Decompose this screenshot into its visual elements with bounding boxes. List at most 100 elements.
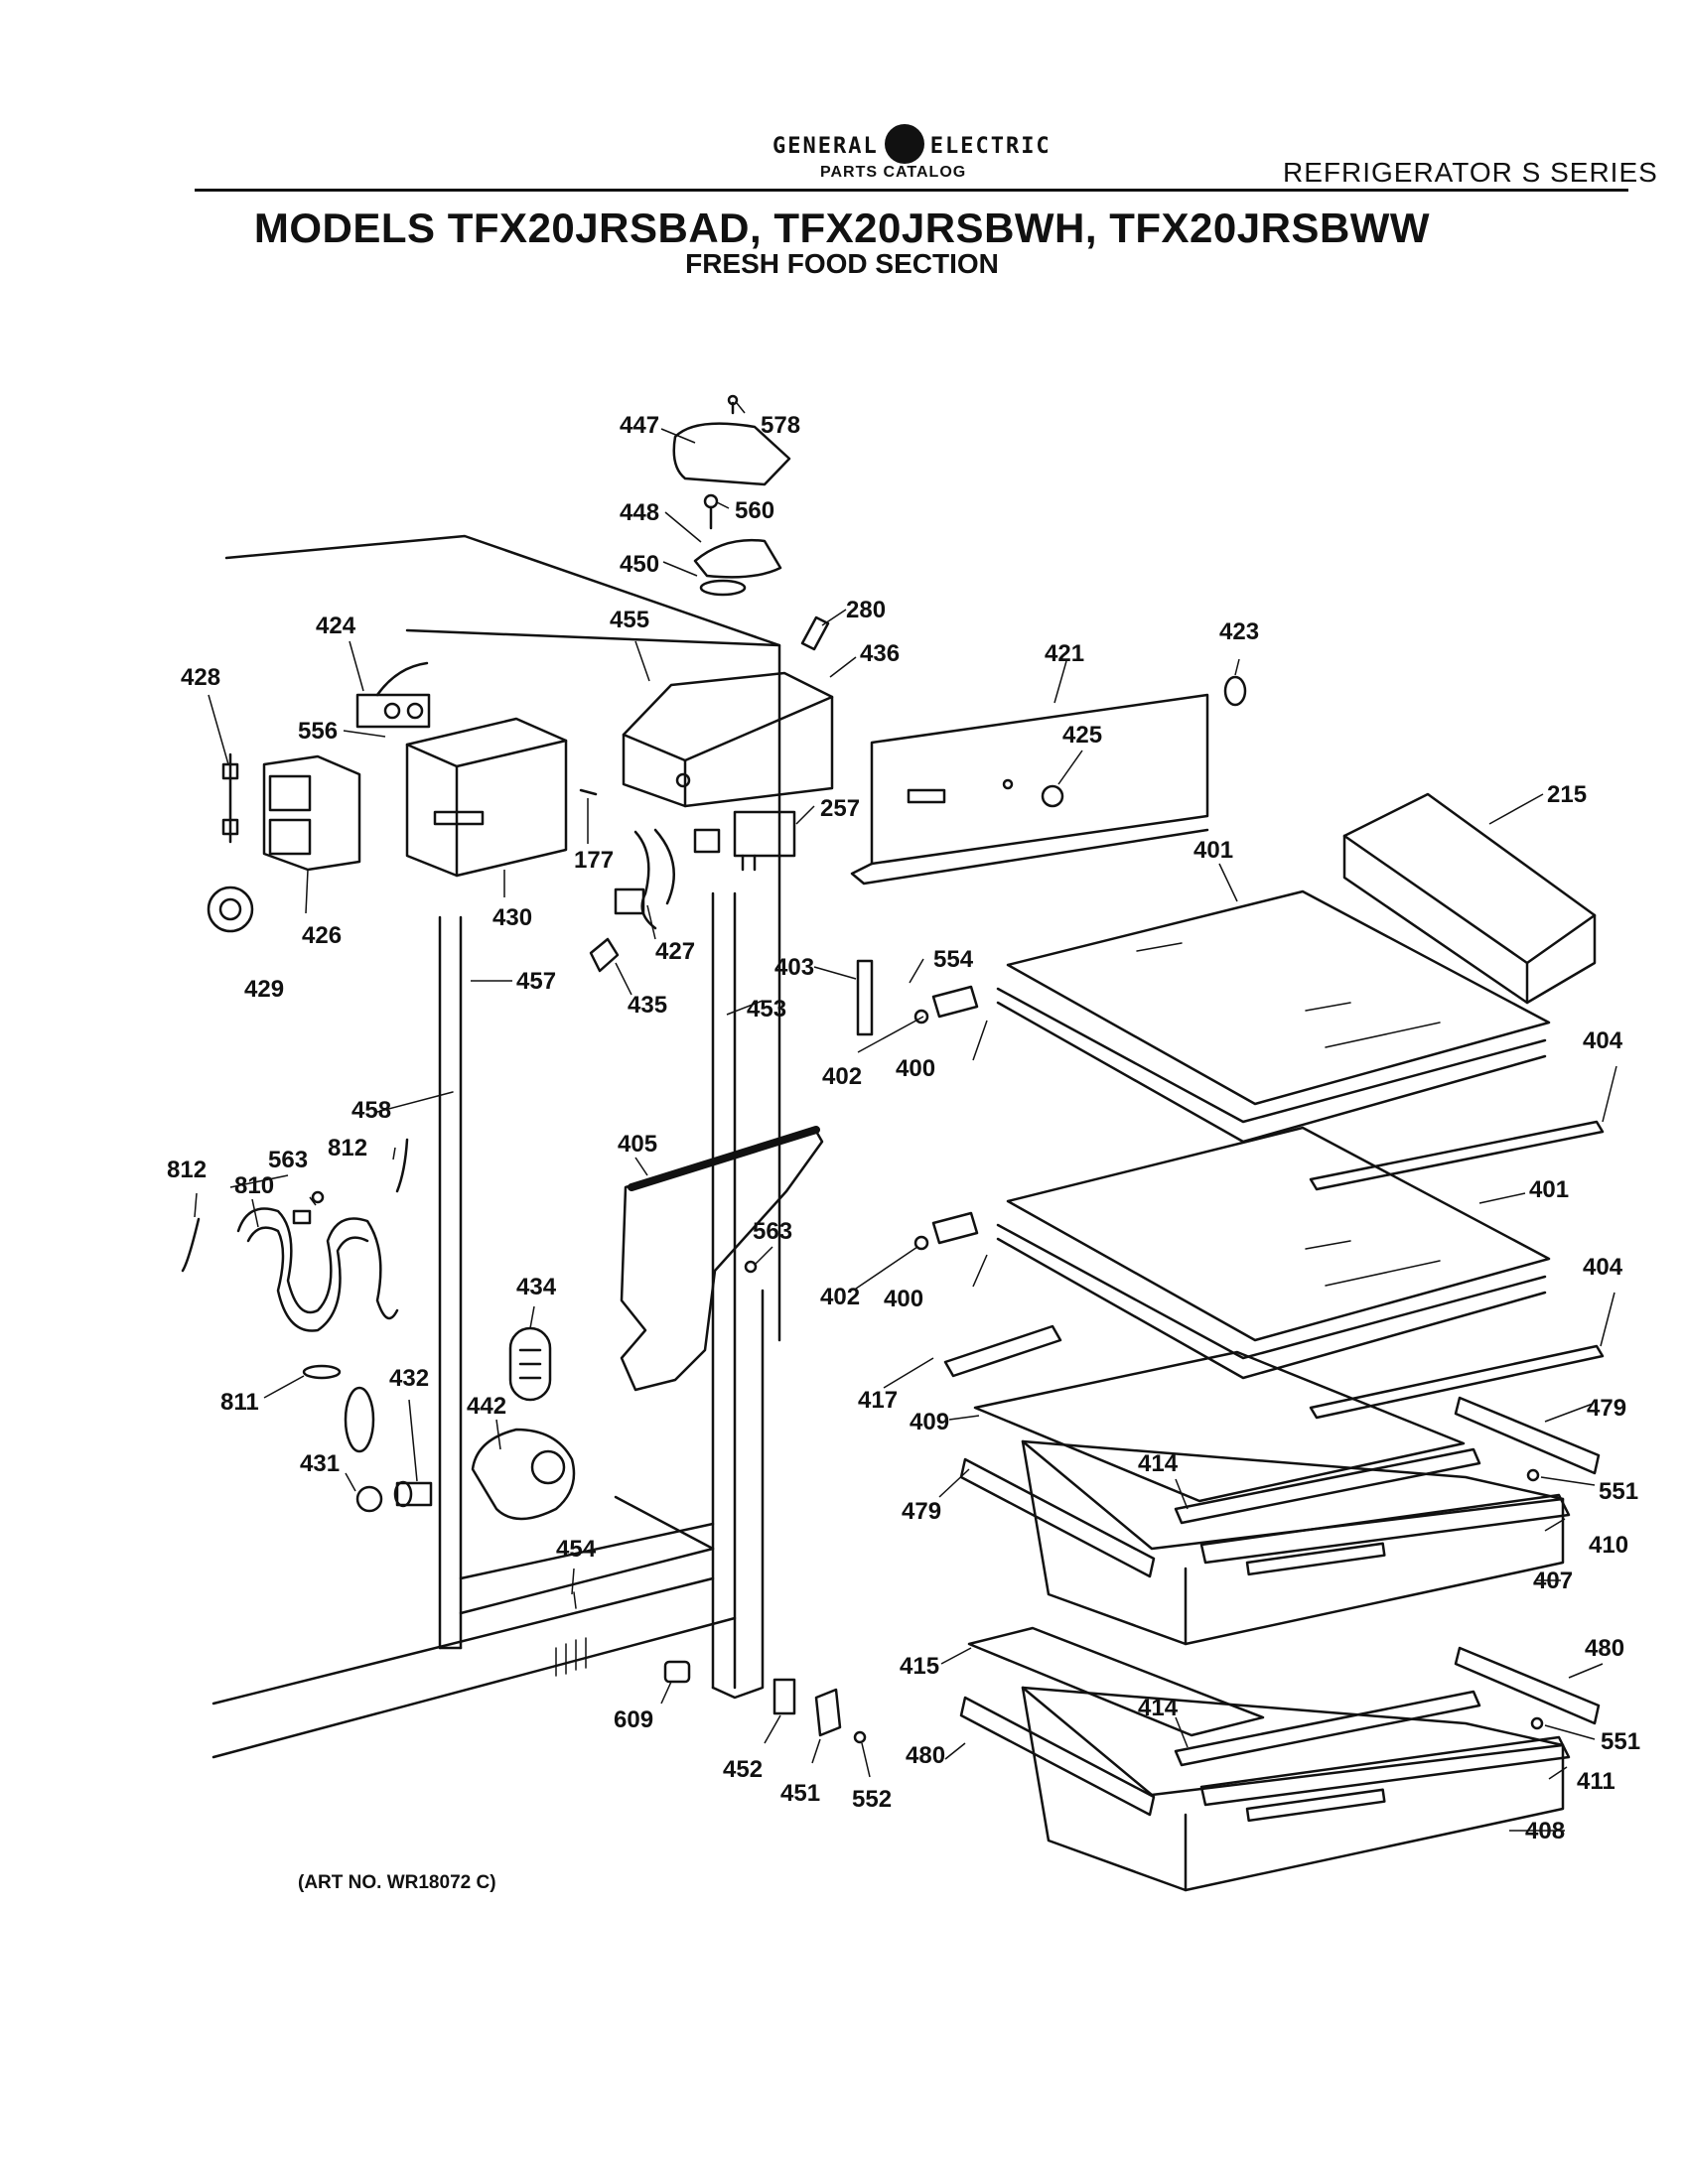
label-551-upper: 551 — [1599, 1478, 1638, 1505]
label-414-lower: 414 — [1138, 1695, 1179, 1721]
label-457: 457 — [516, 968, 556, 995]
label-812-right: 812 — [328, 1135, 367, 1161]
label-451: 451 — [780, 1780, 820, 1807]
label-450: 450 — [620, 551, 659, 578]
part-811-grommet — [302, 1364, 342, 1380]
label-563-upper: 563 — [268, 1147, 308, 1173]
label-428: 428 — [181, 664, 220, 691]
part-442-damper-control — [471, 1428, 576, 1521]
label-432: 432 — [389, 1365, 429, 1392]
label-479-left: 479 — [902, 1498, 941, 1525]
part-447-cover — [672, 394, 791, 486]
art-number: (ART NO. WR18072 C) — [298, 1872, 496, 1893]
part-563-screw-lower — [744, 1260, 758, 1274]
brand-left: GENERAL — [772, 134, 879, 159]
label-455: 455 — [610, 607, 649, 633]
part-417-rail — [943, 1324, 1062, 1378]
label-563-lower: 563 — [753, 1218, 792, 1245]
label-400-lower: 400 — [884, 1286, 923, 1312]
label-554: 554 — [933, 946, 974, 973]
label-454: 454 — [556, 1536, 597, 1563]
series-label: REFRIGERATOR S SERIES — [1283, 157, 1658, 188]
part-479-slide-left — [959, 1457, 1156, 1578]
part-404-trim-lower — [1309, 1344, 1605, 1420]
part-421-control-panel — [850, 693, 1209, 886]
label-479-right: 479 — [1587, 1395, 1626, 1422]
label-448: 448 — [620, 499, 659, 526]
label-402-lower: 402 — [820, 1284, 860, 1310]
label-429: 429 — [244, 976, 284, 1003]
label-404-lower: 404 — [1583, 1254, 1623, 1281]
part-451-hinge — [814, 1688, 842, 1737]
part-436-thermostat-housing — [622, 671, 834, 808]
part-423-cap — [1223, 675, 1247, 707]
cabinet-outline — [211, 534, 781, 1759]
part-410-drawer-front-trim — [1199, 1493, 1571, 1565]
label-177: 177 — [574, 847, 614, 874]
label-257: 257 — [820, 795, 860, 822]
part-404-trim-upper — [1309, 1120, 1605, 1191]
part-405-duct — [620, 1126, 824, 1392]
label-811: 811 — [220, 1389, 259, 1416]
part-479-slide-right — [1454, 1396, 1601, 1475]
label-458: 458 — [351, 1097, 391, 1124]
part-labels: 447 578 448 560 450 280 424 455 436 421 … — [167, 412, 1640, 1844]
section-subtitle: FRESH FOOD SECTION — [685, 248, 999, 279]
parts-catalog-label: PARTS CATALOG — [820, 164, 967, 181]
label-810: 810 — [234, 1172, 274, 1199]
header-rule — [195, 189, 1628, 192]
label-414-upper: 414 — [1138, 1450, 1179, 1477]
part-434-damper — [508, 1326, 552, 1402]
label-415: 415 — [900, 1653, 939, 1680]
label-453: 453 — [747, 996, 786, 1023]
part-415-cover — [967, 1626, 1265, 1737]
part-402-shelf-support-lower — [913, 1211, 979, 1251]
part-177-screw — [579, 788, 598, 796]
label-551-lower: 551 — [1601, 1728, 1640, 1755]
part-402-shelf-support-upper — [913, 985, 979, 1024]
label-426: 426 — [302, 922, 342, 949]
part-454-gasket — [573, 1591, 577, 1609]
label-402-upper: 402 — [822, 1063, 862, 1090]
part-414-drawer-frame-upper — [1174, 1447, 1481, 1525]
label-409: 409 — [910, 1409, 949, 1435]
part-480-slide-left — [959, 1696, 1156, 1817]
part-426-housing — [262, 754, 361, 872]
label-401-lower: 401 — [1529, 1176, 1569, 1203]
label-812-left: 812 — [167, 1157, 207, 1183]
part-551-screw-upper — [1526, 1468, 1540, 1482]
part-401-shelf-upper — [996, 889, 1551, 1144]
part-448-bracket — [693, 493, 782, 597]
label-560: 560 — [735, 497, 774, 524]
label-423: 423 — [1219, 618, 1259, 645]
part-414-drawer-frame-lower — [1174, 1690, 1481, 1767]
part-609-bumper — [663, 1660, 691, 1684]
part-431-plug — [355, 1485, 383, 1513]
label-400-upper: 400 — [896, 1055, 935, 1082]
label-430: 430 — [492, 904, 532, 931]
label-480-left: 480 — [906, 1742, 945, 1769]
label-447: 447 — [620, 412, 659, 439]
label-427: 427 — [655, 938, 695, 965]
part-280-pin — [800, 615, 830, 651]
part-812-wire-left — [181, 1217, 201, 1273]
part-403-rail — [856, 959, 874, 1036]
label-425: 425 — [1062, 722, 1102, 749]
brand-logo: GENERAL ELECTRIC — [772, 124, 1052, 167]
page-title: MODELS TFX20JRSBAD, TFX20JRSBWH, TFX20JR… — [253, 205, 1431, 251]
part-812-wire-right — [395, 1138, 409, 1193]
label-404-upper: 404 — [1583, 1027, 1623, 1054]
part-409-cover — [973, 1350, 1466, 1503]
part-401-shelf-lower — [996, 1126, 1551, 1380]
brand-right: ELECTRIC — [929, 134, 1052, 159]
label-435: 435 — [628, 992, 667, 1019]
part-429-knob — [207, 886, 254, 933]
part-431-lens — [344, 1386, 375, 1453]
part-452-hinge-plate — [772, 1678, 796, 1715]
part-428-bracket — [221, 752, 239, 844]
label-552: 552 — [852, 1786, 892, 1813]
label-408: 408 — [1525, 1818, 1565, 1844]
label-436: 436 — [860, 640, 900, 667]
label-405: 405 — [618, 1131, 657, 1158]
